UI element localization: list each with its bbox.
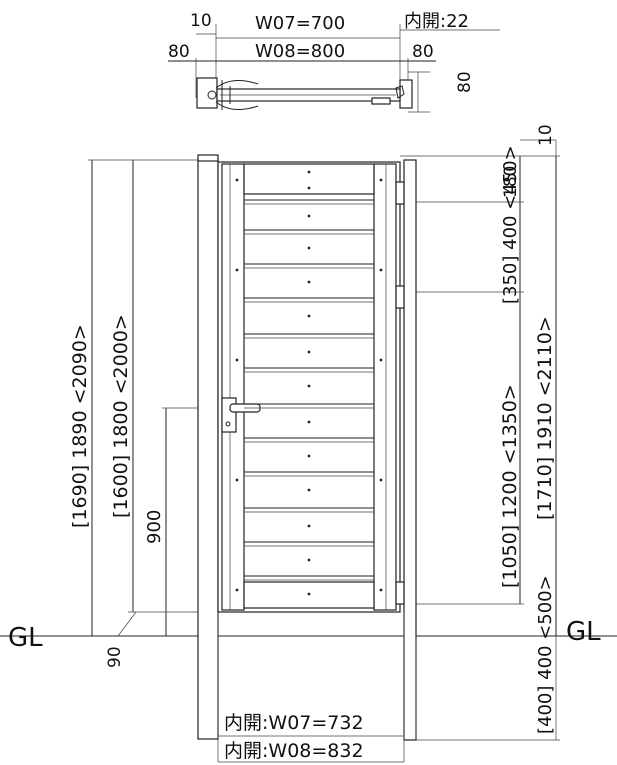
- slats: [244, 199, 374, 581]
- elevation-view: [1690] 1890 <2090> [1600] 1800 <2000> 90…: [0, 124, 617, 763]
- bottom-gap-label: 90: [105, 646, 125, 668]
- fastener-dots: [235, 170, 383, 596]
- plan-right-post: [399, 79, 413, 109]
- right-stile: [373, 163, 397, 611]
- plan-w08-label: W08=800: [255, 41, 345, 62]
- plan-inner-open-label: 内開:22: [404, 11, 469, 32]
- plan-gap-label: 10: [190, 11, 212, 31]
- plan-right-post-label: 80: [412, 42, 434, 62]
- handle-height-label: 900: [144, 510, 165, 544]
- plan-handle-icon: [215, 80, 259, 110]
- left-stile: [221, 163, 245, 611]
- plan-w07-label: W07=700: [255, 13, 345, 34]
- top-gap-label: 10: [536, 124, 556, 146]
- plan-left-post-label: 80: [168, 42, 190, 62]
- hinge-top-label: 180: [501, 166, 521, 198]
- hinge-top: [395, 181, 405, 205]
- hinge-spacing-label: [350] 400 <450>: [500, 145, 521, 304]
- inner-open-w07-label: 内開:W07=732: [224, 712, 364, 734]
- inner-open-w08-label: 内開:W08=832: [224, 740, 364, 762]
- left-total-label: [1690] 1890 <2090>: [69, 324, 91, 528]
- hinge-lower-label: [1050] 1200 <1350>: [499, 384, 521, 588]
- right-total-label: [1710] 1910 <2110>: [534, 316, 556, 520]
- lock-body: [221, 397, 237, 433]
- plan-left-post: [196, 77, 218, 109]
- plan-depth-label: 80: [455, 71, 475, 93]
- hinge-bottom: [395, 581, 405, 605]
- plan-view: 10 W07=700 W08=800 内開:22 80 80 80: [168, 11, 500, 113]
- gl-left-label: GL: [8, 623, 43, 653]
- gl-right-label: GL: [566, 617, 601, 647]
- left-post: [197, 158, 219, 740]
- left-gate-label: [1600] 1800 <2000>: [110, 314, 132, 518]
- right-post: [403, 159, 417, 741]
- hinge-middle: [395, 285, 405, 309]
- burial-label: [400] 400 <500>: [535, 575, 556, 734]
